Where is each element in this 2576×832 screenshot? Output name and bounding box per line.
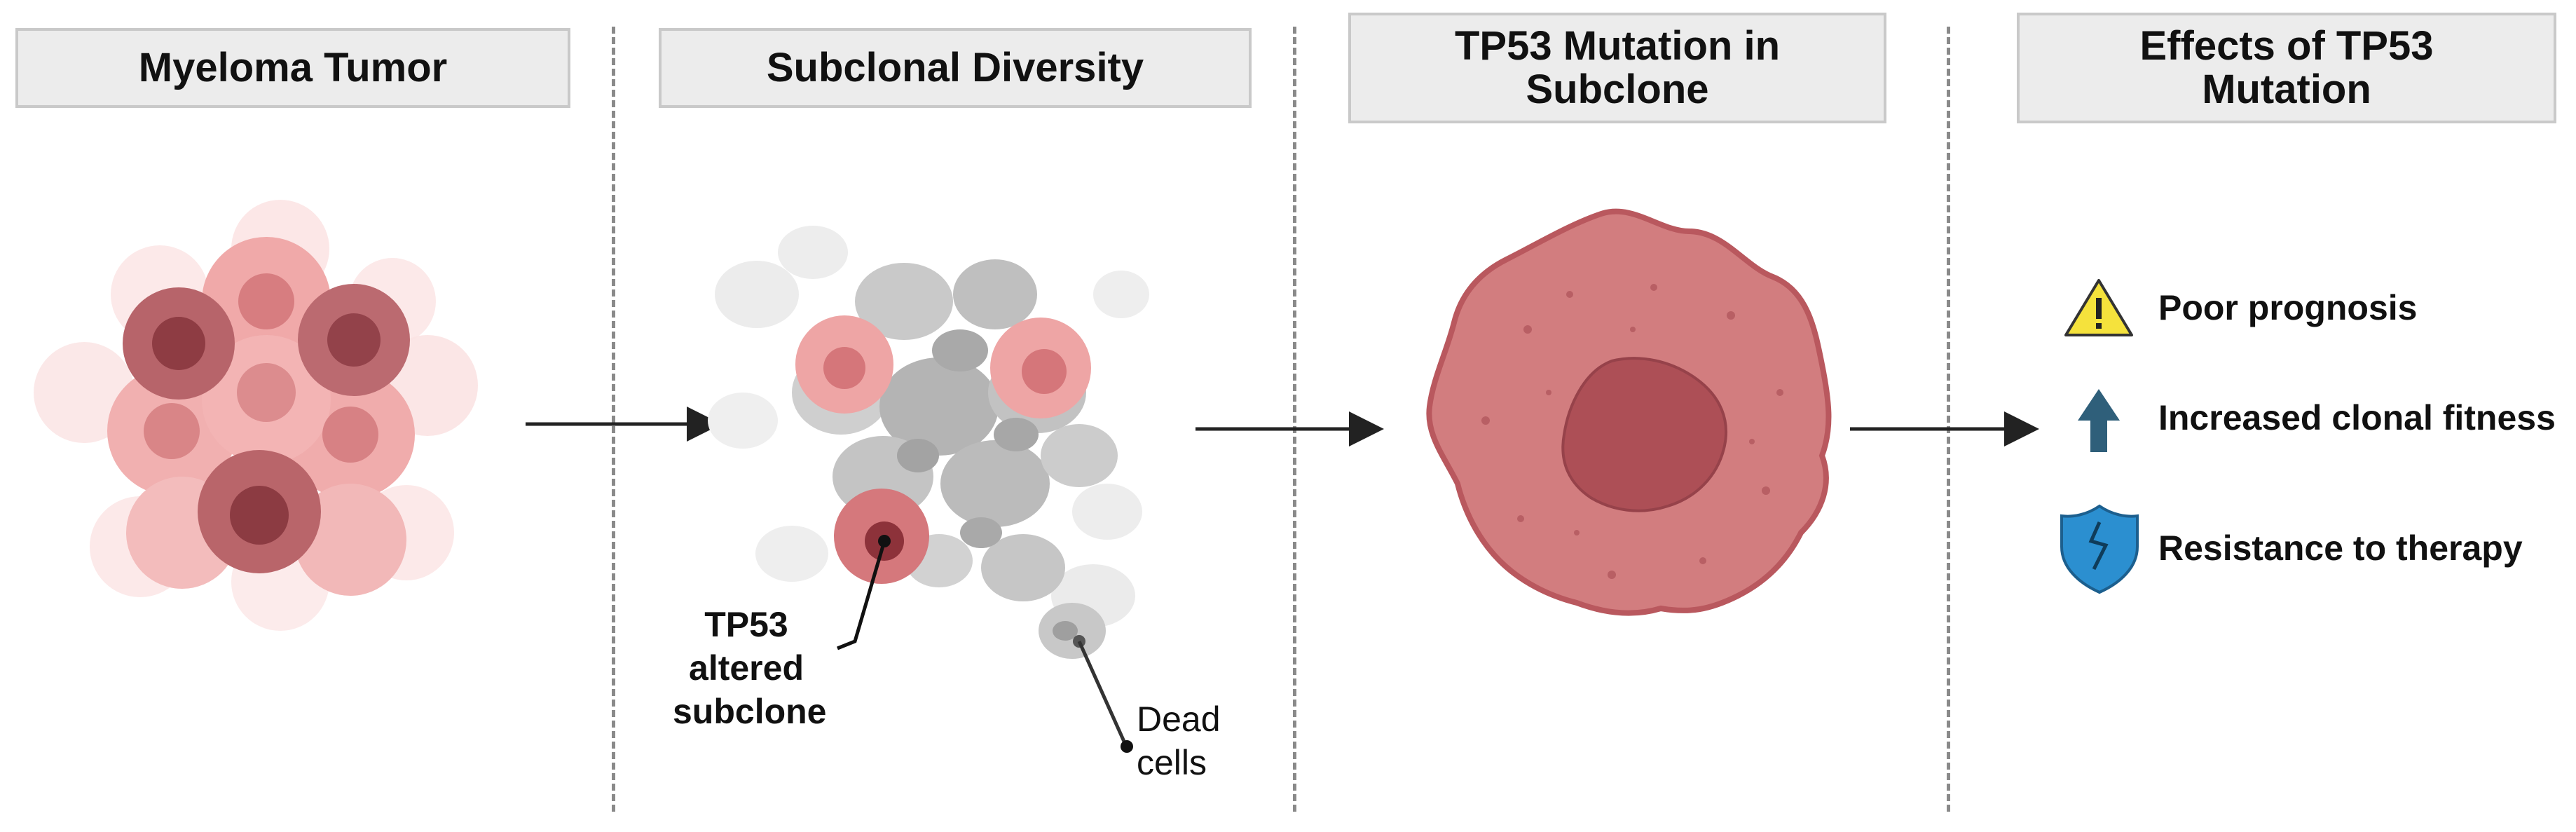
tumor-cell — [294, 484, 406, 596]
dead-cell — [940, 440, 1050, 527]
panel-title-text: Effects of TP53 Mutation — [2139, 23, 2434, 112]
subclonal-diversity-cluster — [708, 226, 1149, 659]
dead-cell — [1041, 424, 1118, 487]
tp53-altered-line1: TP53 — [704, 605, 788, 644]
effect-increased-clonal-fitness: Increased clonal fitness — [2158, 398, 2556, 437]
dead-cell — [981, 534, 1065, 601]
tumor-nucleus — [144, 403, 200, 459]
shield-icon — [2060, 504, 2139, 594]
panel-title-text: Myeloma Tumor — [138, 45, 448, 90]
dead-cell — [879, 357, 999, 456]
dead-cell — [1093, 271, 1149, 318]
pointer-dot — [1121, 740, 1133, 753]
dead-cell — [778, 226, 848, 279]
dead-cell — [932, 329, 988, 371]
tumor-nucleus — [237, 363, 296, 422]
dead-cell — [1072, 484, 1142, 540]
panel-title-myeloma-tumor: Myeloma Tumor — [15, 28, 570, 108]
dead-cell — [994, 418, 1039, 451]
dead-cell — [953, 259, 1037, 329]
dead-cells-line1: Dead — [1137, 700, 1221, 739]
mutated-cell-nucleus — [1561, 357, 1727, 512]
tumor-nucleus — [238, 273, 294, 329]
effect-resistance-to-therapy: Resistance to therapy — [2158, 528, 2523, 568]
up-arrow-icon — [2078, 389, 2120, 452]
panel-title-text: TP53 Mutation in Subclone — [1455, 23, 1780, 112]
dead-cell — [855, 263, 953, 340]
divider-3 — [1947, 27, 1950, 812]
panel-title-subclonal-diversity: Subclonal Diversity — [659, 28, 1252, 108]
dead-cells-label: Dead cells — [1137, 697, 1221, 784]
warning-icon — [2064, 279, 2133, 336]
panel-title-tp53-mutation: TP53 Mutation in Subclone — [1348, 13, 1886, 123]
dead-cells-leader-line — [1077, 640, 1127, 744]
dead-cell — [755, 526, 828, 582]
tumor-nucleus — [1022, 349, 1067, 394]
tp53-altered-label: TP53 altered subclone — [673, 603, 827, 733]
tumor-nucleus — [230, 486, 289, 545]
tumor-nucleus — [152, 317, 205, 370]
tp53-altered-leader-line — [837, 540, 886, 650]
divider-2 — [1293, 27, 1296, 812]
dead-cell — [897, 439, 939, 472]
mutated-cell-granules — [1481, 284, 1783, 579]
tp53-altered-line3: subclone — [673, 692, 827, 731]
dead-cell — [1053, 621, 1078, 641]
tp53-altered-line2: altered — [689, 648, 804, 688]
tumor-nucleus — [327, 313, 381, 367]
panel-title-effects: Effects of TP53 Mutation — [2017, 13, 2556, 123]
myeloma-tumor-cluster — [34, 200, 478, 631]
divider-1 — [612, 27, 615, 812]
tumor-nucleus — [823, 347, 865, 389]
dead-cells-line2: cells — [1137, 743, 1207, 782]
dead-cell — [960, 517, 1002, 548]
panel-title-text: Subclonal Diversity — [766, 45, 1144, 90]
dead-cell — [715, 261, 799, 328]
tp53-mutated-cell — [1426, 208, 1832, 616]
effect-poor-prognosis: Poor prognosis — [2158, 288, 2418, 327]
tumor-nucleus — [322, 407, 378, 463]
dead-cell — [708, 393, 778, 449]
